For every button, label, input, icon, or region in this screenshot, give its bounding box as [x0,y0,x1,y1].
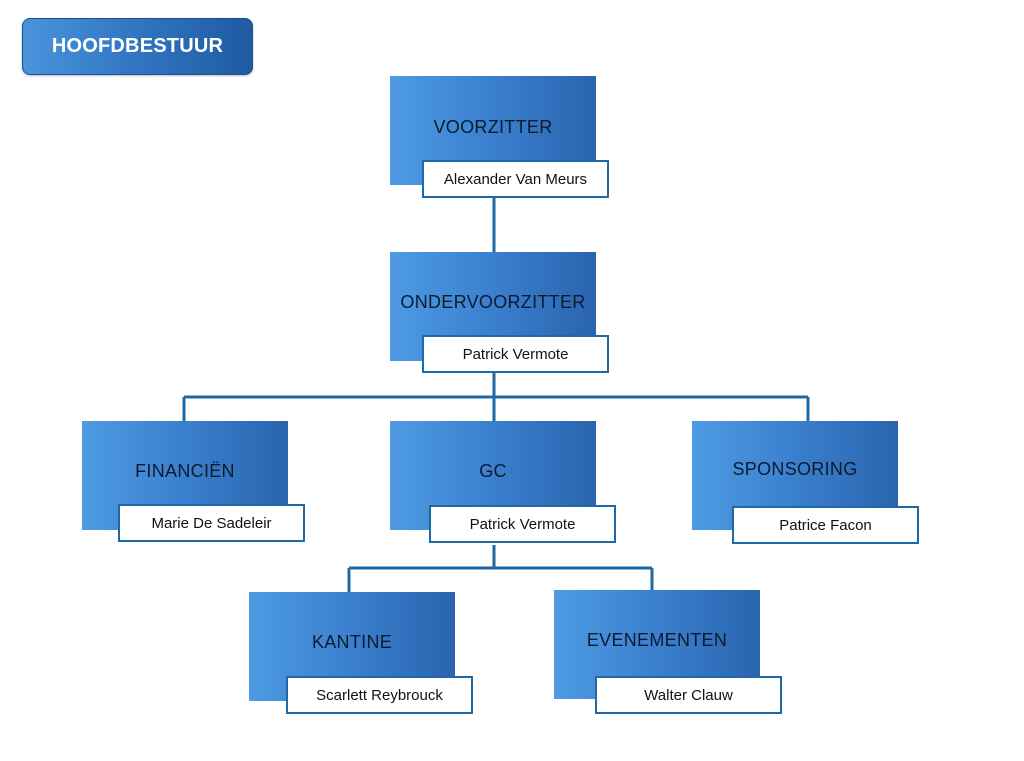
role-label: SPONSORING [732,459,858,479]
name-box: Alexander Van Meurs [422,160,609,198]
role-label: FINANCIËN [135,461,235,481]
role-label: VOORZITTER [433,117,553,137]
name-box: Scarlett Reybrouck [286,676,473,714]
name-box: Marie De Sadeleir [118,504,305,542]
page-title: HOOFDBESTUUR [22,18,253,75]
role-label: EVENEMENTEN [586,630,728,650]
name-box: Patrice Facon [732,506,919,544]
name-box: Walter Clauw [595,676,782,714]
name-box: Patrick Vermote [429,505,616,543]
role-label: GC [479,461,507,481]
role-label: KANTINE [311,632,393,652]
role-label: ONDERVOORZITTER [400,292,586,312]
name-box: Patrick Vermote [422,335,609,373]
